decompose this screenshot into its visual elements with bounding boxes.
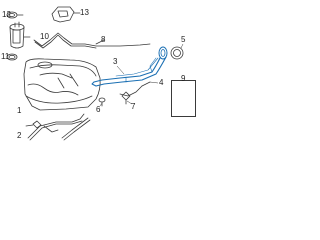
part-7-hose-joint xyxy=(121,91,131,105)
part-12-cap xyxy=(6,11,24,19)
parts-drawing xyxy=(6,6,189,141)
part-4-support xyxy=(119,81,151,97)
part-9-frame xyxy=(171,80,196,117)
fuel-tank xyxy=(23,58,101,111)
part-3-filler-pipe xyxy=(91,46,168,87)
callout-2: 2 xyxy=(17,131,22,140)
part-6-clamp xyxy=(98,97,106,107)
callout-12: 12 xyxy=(2,10,11,19)
tank-straps xyxy=(27,113,91,141)
fuel-system-diagram: 12 10 11 13 8 3 4 5 9 6 7 1 2 xyxy=(0,0,200,147)
callout-13: 13 xyxy=(80,8,89,17)
callout-10: 10 xyxy=(40,32,49,41)
part-10-pump-module xyxy=(9,21,31,49)
part-2-bracket xyxy=(25,120,42,129)
callout-6: 6 xyxy=(96,105,101,114)
part-5-filler-seal xyxy=(170,46,184,60)
part-8-fuel-line xyxy=(33,32,151,49)
callout-11: 11 xyxy=(1,52,10,61)
callout-7: 7 xyxy=(131,102,136,111)
callout-1: 1 xyxy=(17,106,22,115)
callout-5: 5 xyxy=(181,35,186,44)
callout-4: 4 xyxy=(159,78,164,87)
callout-9: 9 xyxy=(181,74,186,83)
callout-3: 3 xyxy=(113,57,118,66)
callout-8: 8 xyxy=(101,35,106,44)
part-11-seal-ring xyxy=(6,53,18,61)
leader-lines xyxy=(99,43,184,107)
part-13-bracket xyxy=(51,6,81,23)
